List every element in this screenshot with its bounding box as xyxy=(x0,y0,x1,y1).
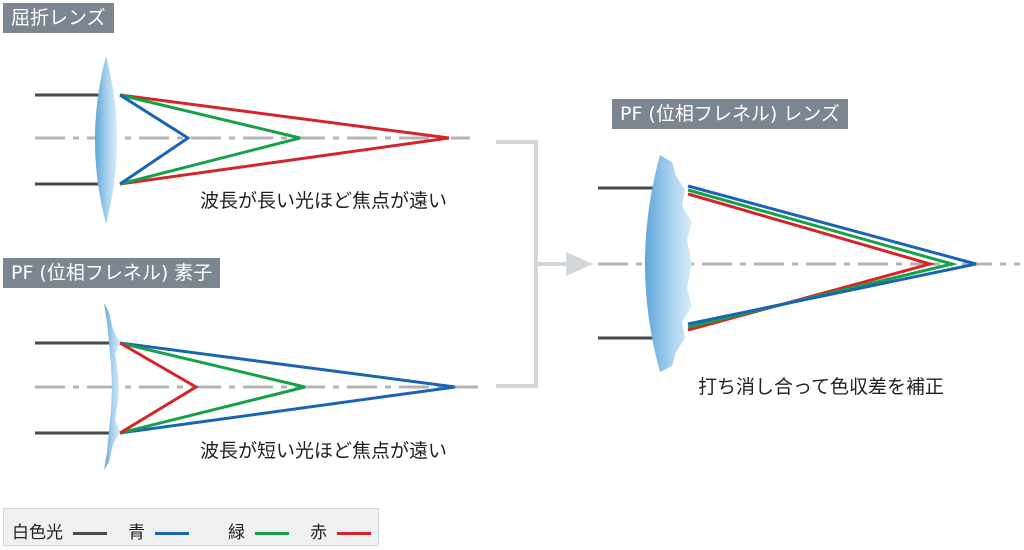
pf-element-group xyxy=(35,303,478,470)
pf-lens-group xyxy=(598,155,1020,372)
legend-swatch-white-light xyxy=(73,531,107,535)
blue-ray xyxy=(119,341,456,435)
refractive-lens-label: 屈折レンズ xyxy=(3,3,114,33)
pf-element-caption: 波長が短い光ほど焦点が遠い xyxy=(200,440,448,462)
legend-label: 赤 xyxy=(310,523,327,543)
legend-label: 白色光 xyxy=(12,523,63,543)
refractive-caption: 波長が長い光ほど焦点が遠い xyxy=(200,190,448,212)
legend-label: 緑 xyxy=(228,523,245,543)
connector-bracket xyxy=(496,140,538,388)
green-ray xyxy=(119,341,306,435)
legend-swatch-red xyxy=(337,531,371,535)
legend-item-white-light: 白色光 xyxy=(12,518,107,543)
pf-lens-caption: 打ち消し合って色収差を補正 xyxy=(698,376,945,398)
legend: 白色光 青 緑 赤 xyxy=(3,508,379,546)
blue-ray xyxy=(119,93,191,186)
combine-connector xyxy=(496,140,593,388)
pf-lens-label: PF (位相フレネル) レンズ xyxy=(612,99,848,129)
legend-swatch-green xyxy=(255,531,289,535)
red-ray xyxy=(687,192,936,332)
red-ray xyxy=(119,341,199,435)
pf-element-label: PF (位相フレネル) 素子 xyxy=(3,258,221,288)
green-ray xyxy=(119,93,301,186)
legend-item-blue: 青 xyxy=(128,518,189,543)
pf-lens xyxy=(645,155,692,372)
red-ray xyxy=(119,93,450,186)
legend-item-red: 赤 xyxy=(310,518,371,543)
pf-element xyxy=(104,303,120,470)
refractive-lens xyxy=(95,56,117,224)
legend-item-green: 緑 xyxy=(228,518,289,543)
blue-ray xyxy=(687,184,977,326)
connector-arrowhead xyxy=(566,252,593,276)
refractive-lens-group xyxy=(35,56,470,224)
legend-label: 青 xyxy=(128,523,145,543)
legend-swatch-blue xyxy=(155,531,189,535)
